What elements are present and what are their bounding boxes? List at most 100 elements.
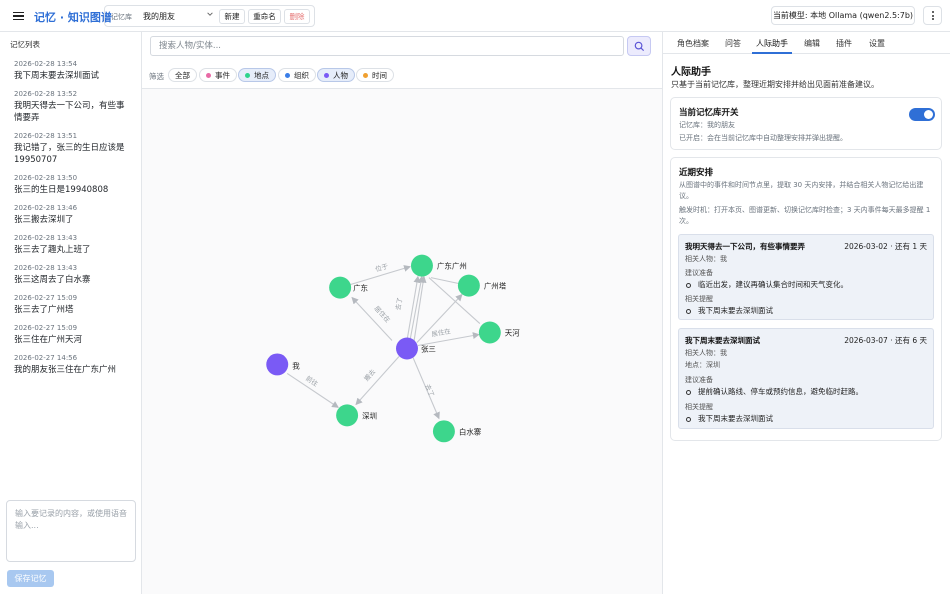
model-badge[interactable]: 当前模型: 本地 Ollama (qwen2.5:7b) <box>771 6 915 25</box>
schedule-people: 相关人物：我 <box>685 255 727 263</box>
graph-node-me[interactable]: 我 <box>266 353 300 376</box>
memory-text: 张三搬去深圳了 <box>14 215 74 225</box>
graph-node-guangdong-guangzhou[interactable]: 广东广州 <box>410 254 467 277</box>
filter-chip-all[interactable]: 全部 <box>168 68 197 82</box>
edge-label: 去了 <box>423 383 436 398</box>
graph-nodes: 广东广州 广东 广州塔 天河 张三 我 深圳 白水寨 <box>266 254 520 443</box>
memory-text: 我记错了，张三的生日应该是19950707 <box>14 143 125 165</box>
graph-node-zhangsan[interactable]: 张三 <box>396 337 436 360</box>
graph-edge <box>416 293 463 343</box>
graph-area: 筛选 全部 事件 地点 组织 人物 时间 位于 居 <box>142 32 662 594</box>
memory-list-title: 记忆列表 <box>10 40 40 49</box>
graph-node-shenzhen[interactable]: 深圳 <box>336 404 377 427</box>
dot-icon <box>324 72 329 78</box>
filter-chip-event[interactable]: 事件 <box>199 68 237 82</box>
tab-edit[interactable]: 编辑 <box>804 39 820 48</box>
memory-time: 2026-02-27 15:09 <box>14 324 78 332</box>
library-select[interactable]: 我的朋友 <box>138 9 320 24</box>
more-options-icon[interactable] <box>923 6 942 25</box>
knowledge-graph[interactable]: 位于 居住在 去了 居住在 搬去 去了 前往 广东广州 广东 广州塔 天河 张三… <box>142 88 662 594</box>
library-select-value: 我的朋友 <box>143 12 175 21</box>
dot-icon <box>285 72 290 78</box>
edge-label: 居住在 <box>373 304 393 325</box>
schedule-prep-label: 建议准备 <box>685 269 713 277</box>
node-label: 广东广州 <box>437 261 467 271</box>
chip-label: 事件 <box>215 70 230 80</box>
graph-edge <box>417 332 480 347</box>
filter-chip-org[interactable]: 组织 <box>278 68 316 82</box>
edge-label: 居住在 <box>431 326 452 338</box>
graph-node-baishuizhai[interactable]: 白水寨 <box>432 420 482 443</box>
graph-node-tianhe[interactable]: 天河 <box>478 321 520 344</box>
panel-subtitle: 只基于当前记忆库，整理近期安排并给出见面前准备建议。 <box>671 80 879 89</box>
memory-time: 2026-02-28 13:52 <box>14 90 78 98</box>
filter-row: 筛选 全部 事件 地点 组织 人物 时间 <box>142 66 662 84</box>
graph-node-guangdong[interactable]: 广东 <box>329 276 368 299</box>
switch-card-library: 记忆库：我的朋友 <box>679 121 735 129</box>
schedule-item[interactable]: 我下周末要去深圳面试 2026-03-07 · 还有 6 天 相关人物：我 地点… <box>678 328 934 429</box>
schedule-date: 2026-03-07 · 还有 6 天 <box>844 336 927 345</box>
schedule-people: 相关人物：我 <box>685 349 727 357</box>
rename-library-button[interactable]: 重命名 <box>248 9 281 24</box>
graph-edge <box>351 296 393 341</box>
node-label: 我 <box>292 360 300 370</box>
graph-node-canton-tower[interactable]: 广州塔 <box>457 274 507 297</box>
panel-tabs: 角色档案 问答 人际助手 编辑 插件 设置 <box>663 32 950 54</box>
memory-item[interactable]: 2026-02-28 13:43 张三去了趣丸上班了 <box>0 230 141 260</box>
schedule-item[interactable]: 我明天得去一下公司，有些事情要弄 2026-03-02 · 还有 1 天 相关人… <box>678 234 934 320</box>
tab-qa[interactable]: 问答 <box>725 39 741 48</box>
assistant-panel: 角色档案 问答 人际助手 编辑 插件 设置 人际助手 只基于当前记忆库，整理近期… <box>662 32 950 594</box>
schedule-remind-label: 相关提醒 <box>685 295 713 303</box>
memory-time: 2026-02-28 13:46 <box>14 204 78 212</box>
schedule-remind-label: 相关提醒 <box>685 403 713 411</box>
upcoming-desc: 从图谱中的事件和时间节点里，提取 30 天内安排，并结合相关人物记忆给出建议。 <box>679 181 924 200</box>
graph-edge <box>428 277 481 324</box>
memory-item[interactable]: 2026-02-28 13:46 张三搬去深圳了 <box>0 200 141 230</box>
graph-edge <box>406 275 421 341</box>
graph-edge <box>355 356 400 406</box>
save-memory-button[interactable]: 保存记忆 <box>7 570 54 587</box>
dot-icon <box>206 72 211 78</box>
graph-edge <box>413 275 427 342</box>
schedule-location: 地点：深圳 <box>685 361 720 369</box>
graph-edge <box>339 265 411 289</box>
memory-text: 张三去了趣丸上班了 <box>14 245 91 255</box>
filter-chip-place[interactable]: 地点 <box>238 68 276 82</box>
tab-profile[interactable]: 角色档案 <box>677 39 709 48</box>
node-label: 白水寨 <box>459 426 482 436</box>
delete-library-button[interactable]: 删除 <box>284 9 310 24</box>
edge-label: 去了 <box>393 297 404 311</box>
upcoming-title: 近期安排 <box>679 168 714 178</box>
dot-icon <box>245 72 250 78</box>
search-button[interactable] <box>627 36 651 56</box>
menu-icon[interactable] <box>8 6 28 26</box>
filter-chip-person[interactable]: 人物 <box>317 68 355 82</box>
memory-text: 我下周末要去深圳面试 <box>14 71 100 81</box>
tab-plugins[interactable]: 插件 <box>836 39 852 48</box>
top-bar: 记忆 · 知识图谱 记忆库 我的朋友 新建 重命名 删除 当前模型: 本地 Ol… <box>0 0 950 32</box>
memory-input[interactable] <box>6 500 136 562</box>
library-toggle-switch[interactable] <box>909 108 935 121</box>
new-library-button[interactable]: 新建 <box>219 9 245 24</box>
entity-search-input[interactable] <box>151 37 623 55</box>
memory-time: 2026-02-28 13:43 <box>14 234 78 242</box>
chip-label: 组织 <box>294 70 309 80</box>
tab-settings[interactable]: 设置 <box>869 39 885 48</box>
chip-label: 全部 <box>175 70 190 80</box>
tab-social-assistant[interactable]: 人际助手 <box>756 39 788 48</box>
schedule-title: 我下周末要去深圳面试 <box>685 336 760 345</box>
memory-text: 张三去了广州塔 <box>14 305 74 315</box>
node-label: 广州塔 <box>484 281 507 291</box>
node-label: 深圳 <box>362 410 377 420</box>
filter-chip-time[interactable]: 时间 <box>356 68 394 82</box>
